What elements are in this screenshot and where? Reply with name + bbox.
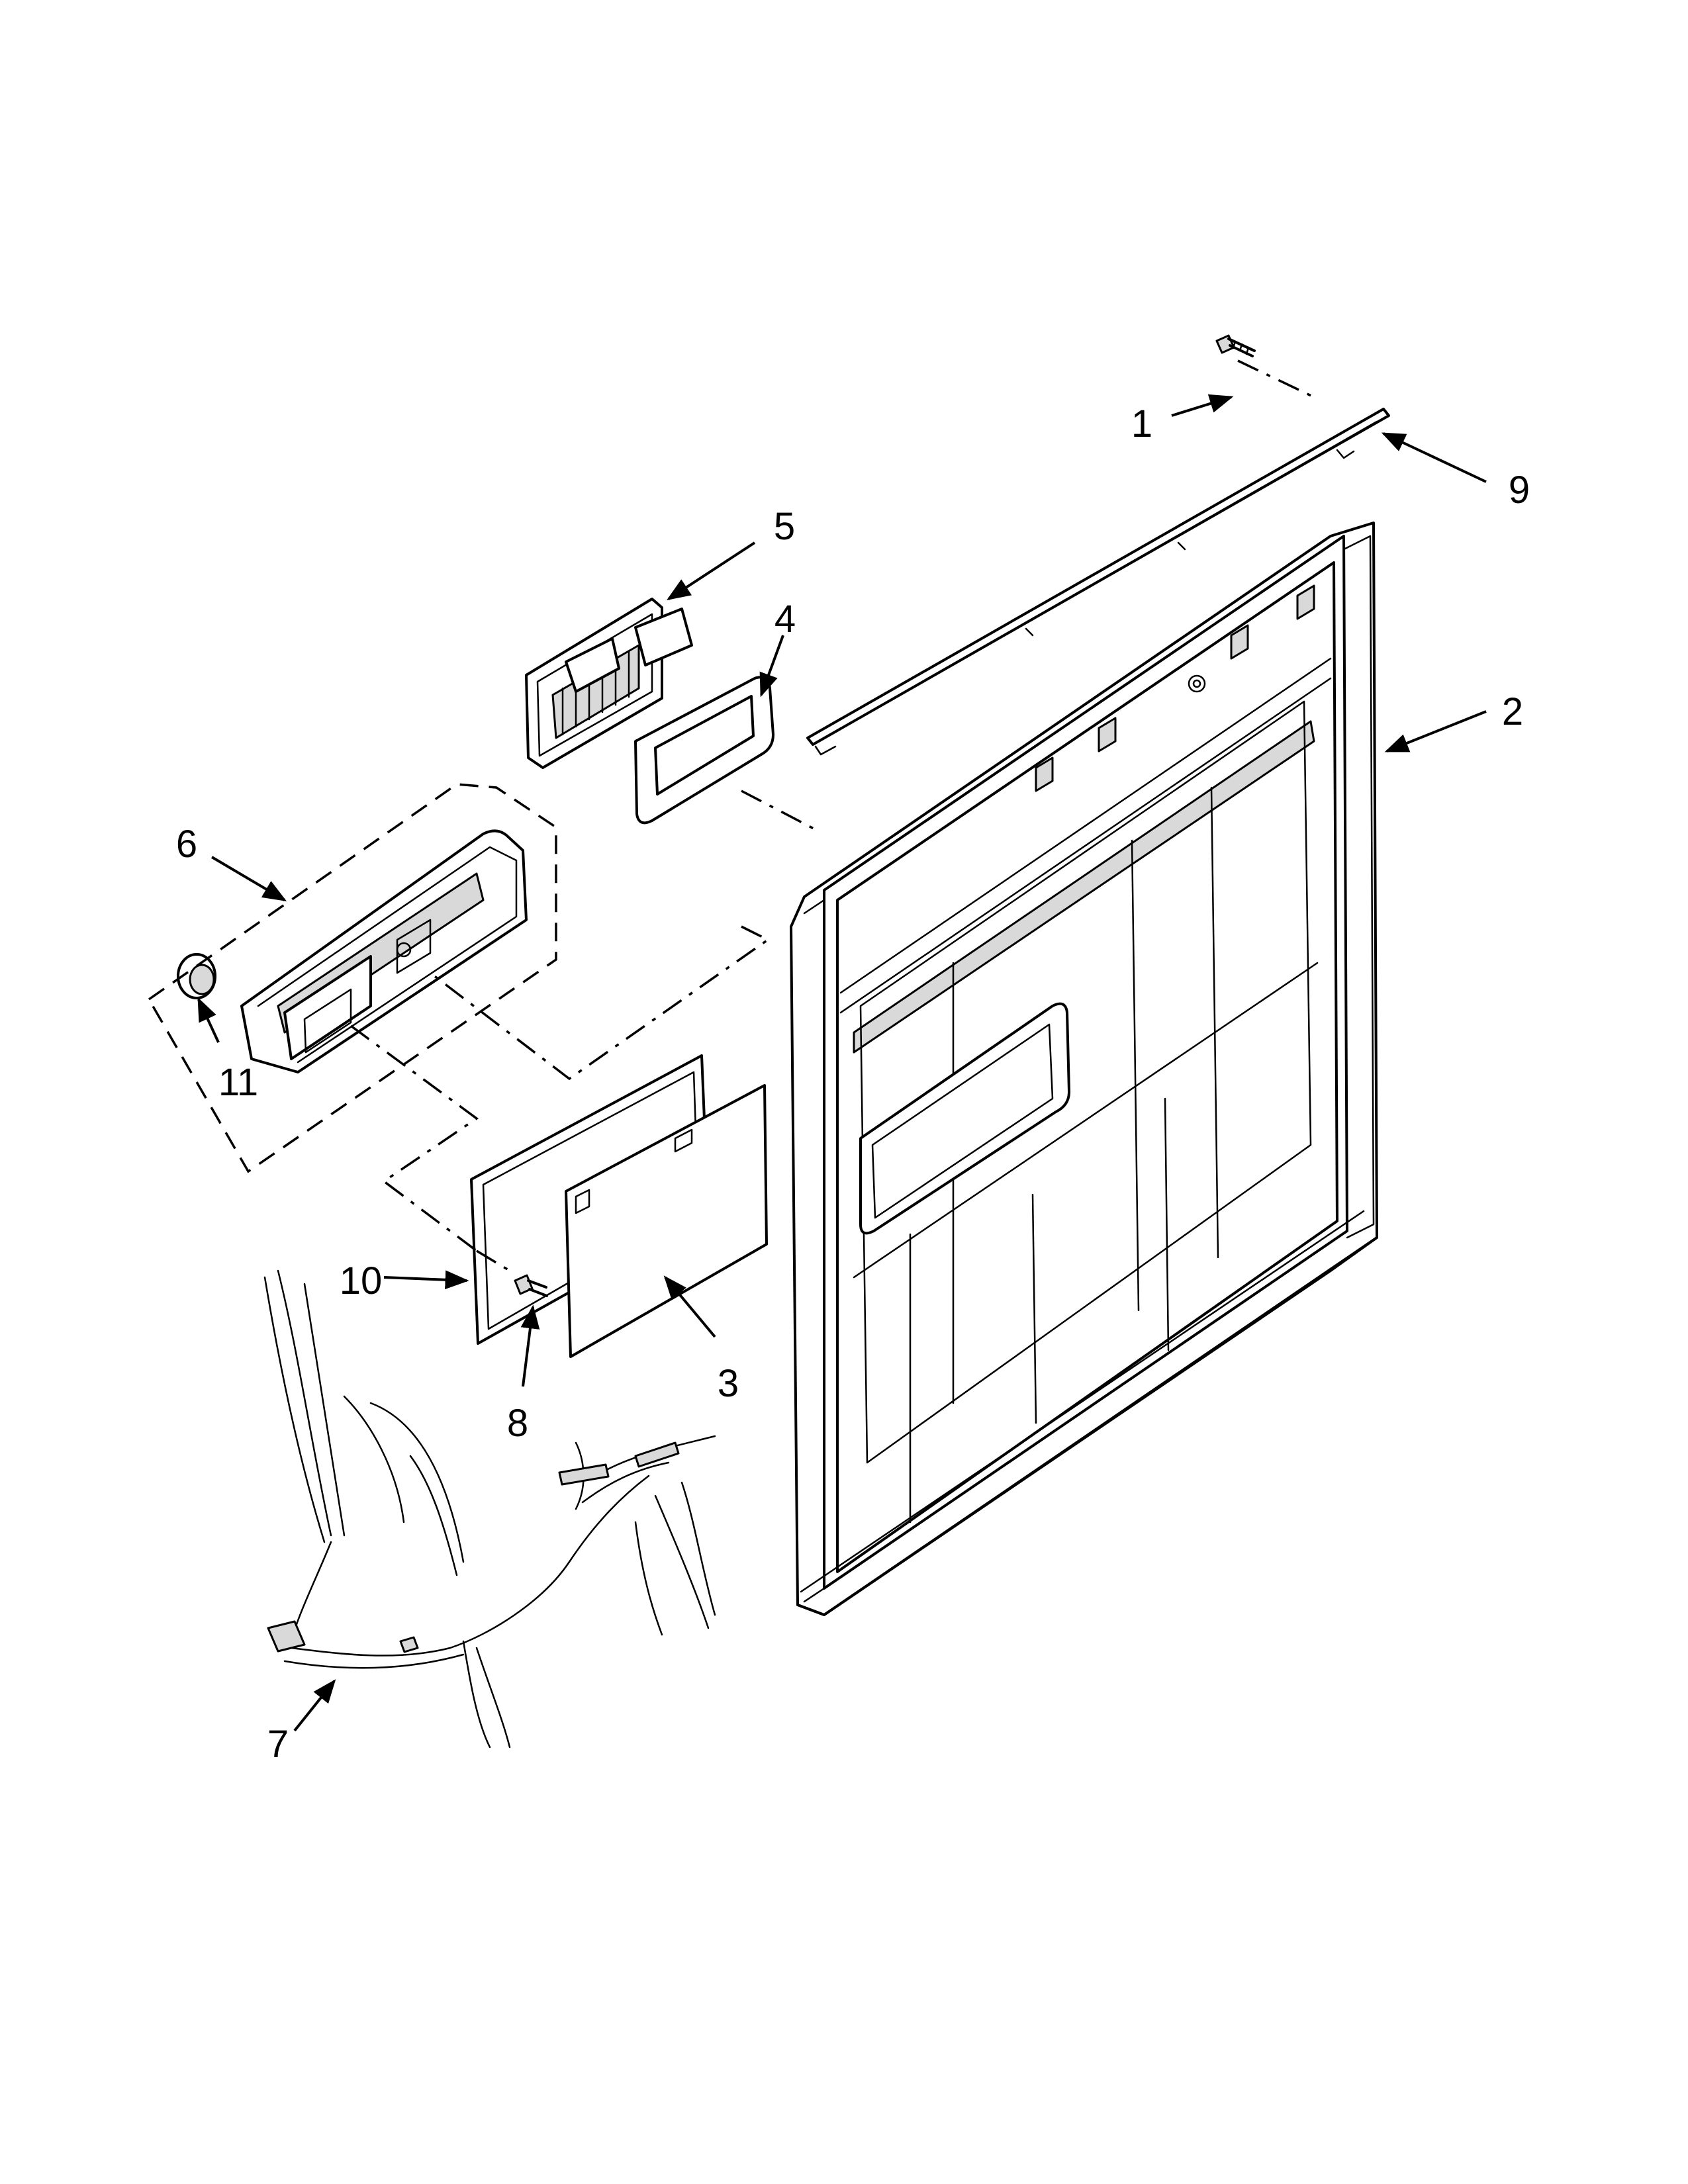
wiring-harness: [263, 1269, 716, 1749]
leader-5: [666, 541, 756, 600]
board-insulator: [565, 1084, 768, 1358]
inner-door-panel: [790, 522, 1378, 1616]
callout-10: 10: [340, 1259, 383, 1302]
callout-8: 8: [507, 1402, 528, 1445]
leader-1: [1171, 394, 1234, 417]
screw-1: [1215, 334, 1256, 357]
top-trim-strip: [806, 408, 1390, 756]
leader-4: [759, 635, 784, 698]
board-screw: [514, 1274, 548, 1297]
callout-11: 11: [218, 1061, 258, 1104]
callout-7: 7: [267, 1723, 289, 1766]
callout-1: 1: [1131, 402, 1152, 445]
callout-3: 3: [718, 1362, 739, 1405]
control-knob: [177, 953, 216, 999]
vent-housing: [525, 598, 693, 769]
alignment-lines: [147, 359, 1315, 1272]
leader-7: [293, 1679, 336, 1732]
leader-2: [1384, 710, 1487, 752]
leader-10: [383, 1270, 469, 1290]
callout-4: 4: [774, 598, 796, 641]
leader-8: [520, 1304, 540, 1387]
callout-5: 5: [774, 505, 795, 548]
vent-gasket: [634, 676, 774, 825]
leader-9: [1381, 432, 1487, 483]
callout-9: 9: [1509, 469, 1530, 512]
leader-11: [197, 997, 220, 1043]
callout-6: 6: [176, 823, 197, 866]
leader-3: [663, 1275, 716, 1338]
callout-labels: 1 2 3 4 5 6 7 8 9 10 11: [176, 402, 1530, 1766]
leader-6: [211, 856, 287, 901]
control-housing: [240, 829, 528, 1073]
callout-2: 2: [1502, 690, 1523, 733]
leader-lines: [197, 394, 1487, 1732]
